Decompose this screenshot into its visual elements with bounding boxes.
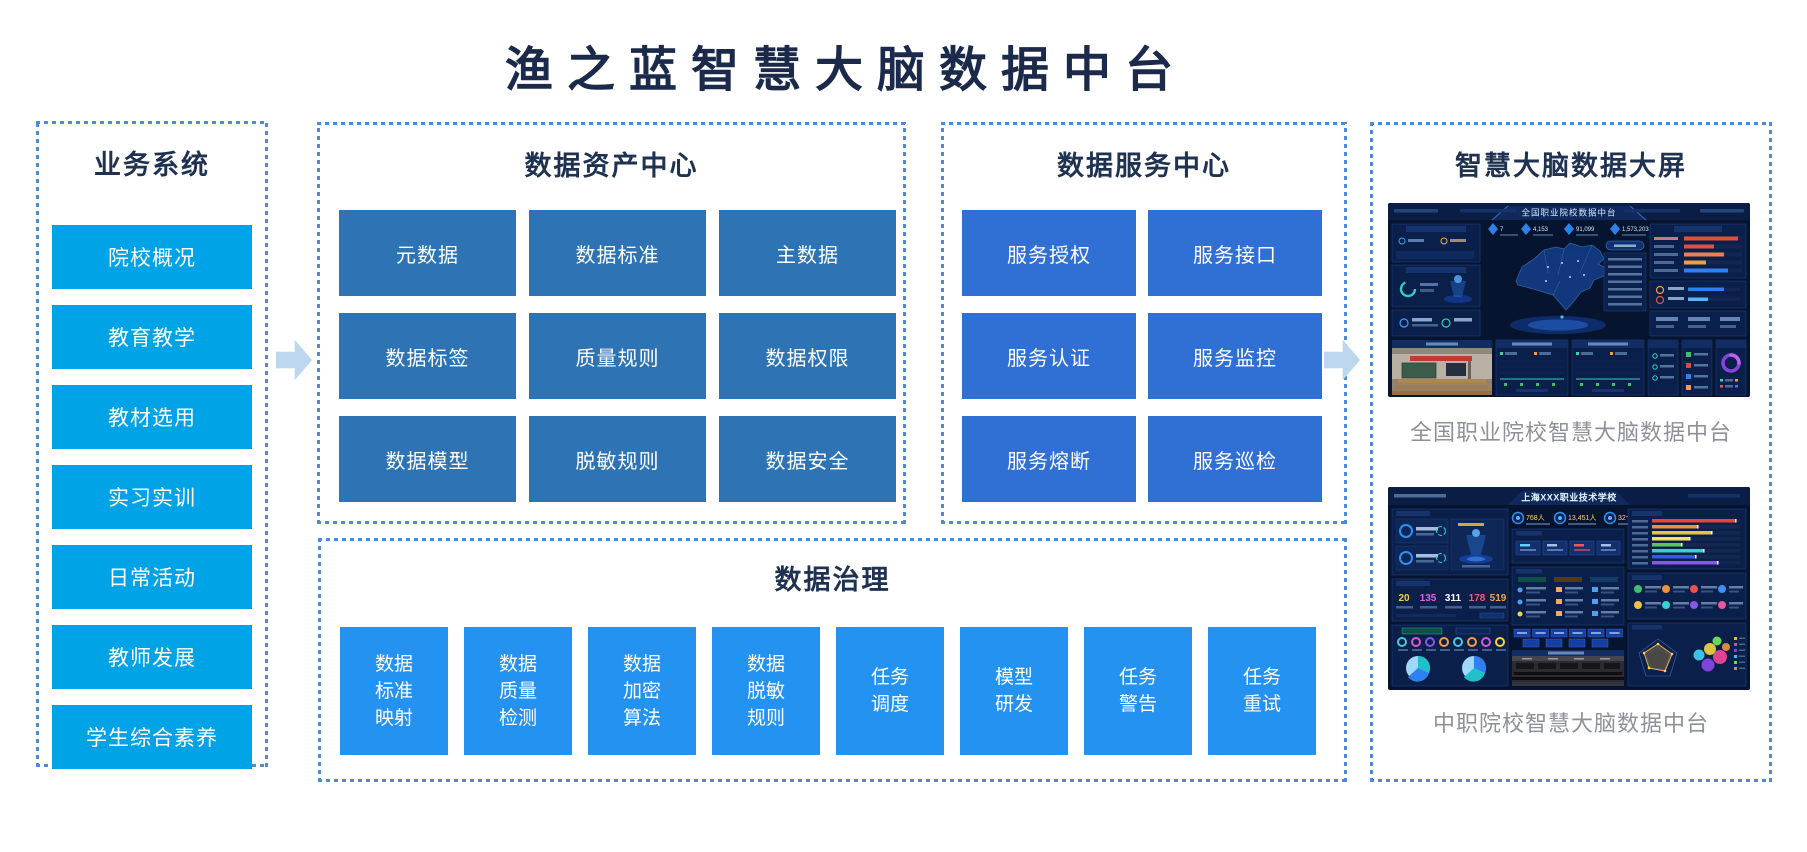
asset-box-data-standard: 数据标准 [529, 210, 706, 296]
asset-box-quality-rule: 质量规则 [529, 313, 706, 399]
biz-item-education: 教育教学 [52, 305, 252, 369]
asset-box-metadata: 元数据 [339, 210, 516, 296]
dash1-stat-3: 1,573,203 [1622, 227, 1649, 233]
gov-box-label: 任务重试 [1242, 667, 1281, 715]
data-governance-row: 数据标准映射 数据质量检测 数据加密算法 数据脱敏规则 任务调度 模型研发 任务… [340, 627, 1316, 755]
service-box-monitoring: 服务监控 [1148, 313, 1322, 399]
business-systems-panel: 业务系统 院校概况 教育教学 教材选用 实习实训 日常活动 教师发展 学生综合素… [36, 121, 268, 769]
data-governance-header: 数据治理 [774, 565, 891, 595]
dash2-number-row: 20 135 311 178 519 [1398, 593, 1506, 604]
dash2-button-grid [1513, 628, 1623, 648]
asset-box-data-model: 数据模型 [339, 416, 516, 502]
dash2-left-panels: 20 135 311 178 519 [1391, 508, 1509, 687]
gov-box-model-dev: 模型研发 [960, 627, 1068, 755]
gov-box-label: 数据标准映射 [374, 653, 413, 729]
biz-item-student-quality: 学生综合素养 [52, 705, 252, 769]
business-systems-header: 业务系统 [94, 150, 210, 180]
dash1-stat-0: 7 [1500, 227, 1504, 233]
big-screen-header: 智慧大脑数据大屏 [1455, 151, 1687, 181]
gov-box-mask-rule: 数据脱敏规则 [712, 627, 820, 755]
biz-item-textbook: 教材选用 [52, 385, 252, 449]
big-screen-panel: 智慧大脑数据大屏 全国职业院校数据中台 [1370, 122, 1772, 782]
flower-pie-chart [1693, 636, 1745, 672]
data-asset-center-panel: 数据资产中心 元数据 数据标准 主数据 数据标签 质量规则 数据权限 数据模型 … [317, 122, 906, 524]
dash2-stat-0: 768人 [1526, 514, 1545, 522]
gov-box-label: 任务调度 [870, 667, 909, 715]
asset-box-data-label: 数据标签 [339, 313, 516, 399]
radar-chart [1638, 638, 1678, 677]
gov-box-task-retry: 任务重试 [1208, 627, 1316, 755]
dash2-screen-title: 上海XXX职业技术学校 [1521, 492, 1617, 503]
biz-item-teacher-dev: 教师发展 [52, 625, 252, 689]
dash2-number-0: 20 [1398, 593, 1410, 604]
china-map [1510, 240, 1647, 334]
dash2-number-1: 135 [1420, 593, 1437, 604]
classroom-photo [1512, 656, 1624, 686]
gov-box-label: 数据质量检测 [498, 653, 537, 729]
dash1-right-panels [1649, 223, 1747, 337]
gov-box-label: 数据脱敏规则 [746, 653, 785, 729]
gov-box-encrypt-algo: 数据加密算法 [588, 627, 696, 755]
gov-box-task-alert: 任务警告 [1084, 627, 1192, 755]
gov-box-quality-check: 数据质量检测 [464, 627, 572, 755]
data-governance-panel: 数据治理 数据标准映射 数据质量检测 数据加密算法 数据脱敏规则 任务调度 模型… [318, 538, 1347, 782]
asset-box-data-auth: 数据权限 [719, 313, 896, 399]
asset-box-data-security: 数据安全 [719, 416, 896, 502]
dashboard-national-screenshot: 全国职业院校数据中台 [1388, 203, 1750, 397]
biz-item-internship: 实习实训 [52, 465, 252, 529]
page-title: 渔之蓝智慧大脑数据中台 [504, 44, 1187, 97]
dashboard-school-screenshot: 上海XXX职业技术学校 [1388, 487, 1750, 690]
service-box-authorization: 服务授权 [962, 210, 1136, 296]
dashboard-national-caption: 全国职业院校智慧大脑数据中台 [1409, 420, 1732, 445]
data-asset-grid: 元数据 数据标准 主数据 数据标签 质量规则 数据权限 数据模型 脱敏规则 数据… [339, 210, 896, 502]
service-box-circuit-break: 服务熔断 [962, 416, 1136, 502]
data-service-grid: 服务授权 服务接口 服务认证 服务监控 服务熔断 服务巡检 [962, 210, 1322, 502]
dash1-header-bar: 全国职业院校数据中台 [1388, 203, 1750, 221]
dash2-center-panels: 768人 13,451人 32个 [1511, 511, 1638, 686]
gov-box-label: 任务警告 [1118, 667, 1157, 715]
dash1-stat-1: 4,153 [1533, 227, 1549, 233]
dash1-screen-title: 全国职业院校数据中台 [1521, 208, 1616, 218]
dash2-header-bar: 上海XXX职业技术学校 [1388, 487, 1750, 505]
data-asset-center-header: 数据资产中心 [524, 151, 699, 181]
dash1-stat-2: 91,099 [1576, 227, 1595, 233]
dash1-bottom-row [1392, 339, 1747, 396]
dash2-number-2: 311 [1445, 593, 1462, 604]
data-service-center-panel: 数据服务中心 服务授权 服务接口 服务认证 服务监控 服务熔断 服务巡检 [941, 122, 1347, 524]
gov-box-task-schedule: 任务调度 [836, 627, 944, 755]
dash1-stats-row: 7 4,153 91,099 1,573,203 [1488, 223, 1649, 236]
biz-item-daily-activity: 日常活动 [52, 545, 252, 609]
dash2-number-3: 178 [1469, 593, 1486, 604]
gov-box-label: 模型研发 [994, 667, 1033, 715]
data-service-center-header: 数据服务中心 [1057, 151, 1231, 181]
dashboard-school-caption: 中职院校智慧大脑数据中台 [1432, 711, 1709, 736]
biz-item-school-overview: 院校概况 [52, 225, 252, 289]
service-box-inspection: 服务巡检 [1148, 416, 1322, 502]
dash1-left-panels [1391, 223, 1481, 337]
arrow-right-icon [276, 339, 312, 381]
dash2-stat-2: 32个 [1618, 514, 1633, 522]
service-box-interface: 服务接口 [1148, 210, 1322, 296]
business-systems-list: 院校概况 教育教学 教材选用 实习实训 日常活动 教师发展 学生综合素养 [36, 183, 268, 769]
dash2-right-panels [1627, 508, 1747, 687]
dash2-number-4: 519 [1490, 593, 1507, 604]
asset-box-master-data: 主数据 [719, 210, 896, 296]
service-box-authentication: 服务认证 [962, 313, 1136, 399]
asset-box-mask-rule: 脱敏规则 [529, 416, 706, 502]
gov-box-standard-mapping: 数据标准映射 [340, 627, 448, 755]
gov-box-label: 数据加密算法 [622, 653, 661, 729]
dash2-stat-1: 13,451人 [1568, 514, 1596, 522]
